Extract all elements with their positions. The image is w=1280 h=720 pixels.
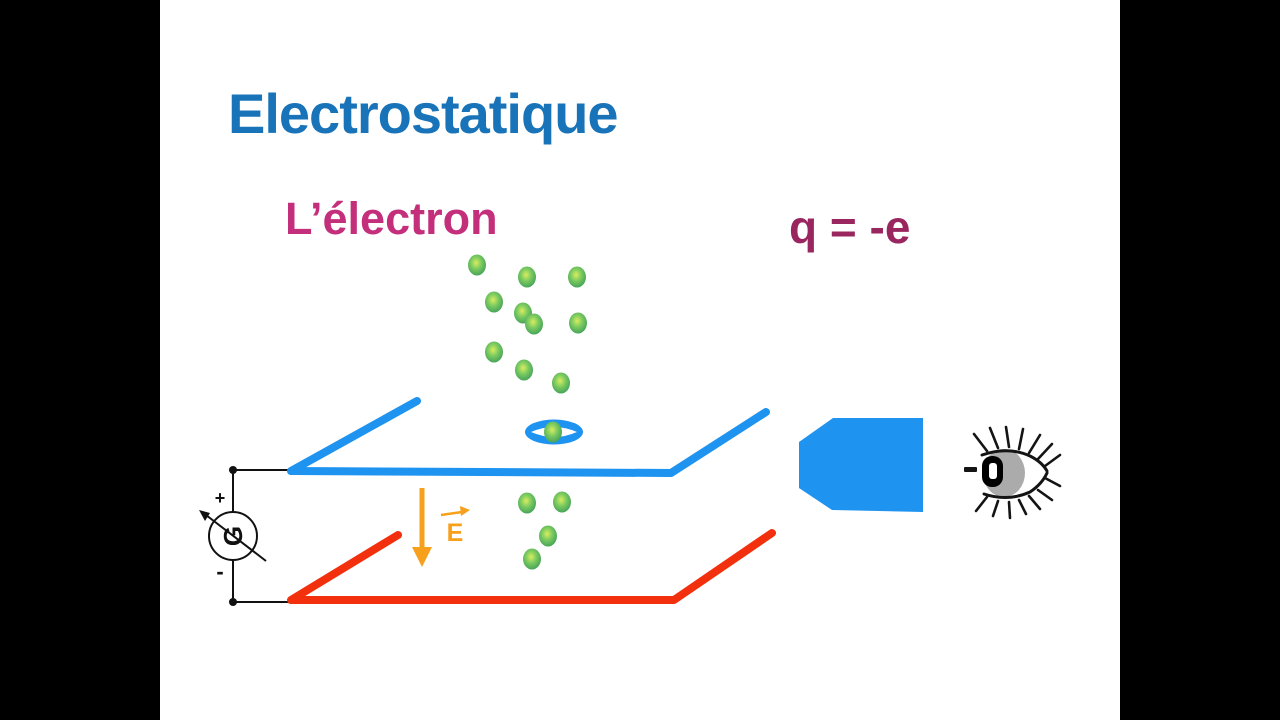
- electric-field-arrow: E: [412, 488, 470, 567]
- electron-particle: [552, 372, 570, 394]
- letterbox-left: [0, 0, 160, 720]
- eye-icon: [964, 425, 1062, 520]
- plus-terminal-label: +: [215, 488, 226, 508]
- electron-particle: [568, 266, 586, 288]
- field-vector-label: E: [447, 519, 464, 547]
- subtitle-electron: L’électron: [285, 193, 498, 244]
- eye-lower-lashes: [974, 476, 1062, 520]
- galvanometer-needle: [205, 514, 267, 562]
- detection-screen: [799, 418, 923, 512]
- electron-particles: [468, 254, 587, 570]
- electron-particle: [544, 421, 562, 443]
- electron-particle: [468, 254, 486, 276]
- electron-particle: [485, 341, 503, 363]
- vector-overbar-head: [460, 506, 470, 516]
- galvanometer-needle-arrowhead: [199, 510, 210, 521]
- electron-particle: [539, 525, 557, 547]
- electron-particle: [515, 359, 533, 381]
- eye-minus-dash: [964, 467, 977, 472]
- circuit-wiring: G + -: [199, 466, 291, 606]
- vector-overbar: [440, 510, 463, 517]
- top-plate-positive: [287, 397, 770, 477]
- eye-upper-lashes: [972, 425, 1062, 468]
- eye-lower-lid: [982, 471, 1049, 499]
- charge-formula: q = -e: [789, 201, 911, 253]
- eye-upper-lid: [980, 449, 1049, 473]
- letterbox-right: [1120, 0, 1280, 720]
- eye-pupil-highlight: [989, 463, 997, 479]
- electron-particle: [523, 548, 541, 570]
- electron-particle: [518, 492, 536, 514]
- electron-particle: [485, 291, 503, 313]
- electron-particle: [569, 312, 587, 334]
- electron-particle: [553, 491, 571, 513]
- field-arrow-head: [412, 547, 432, 567]
- page-title: Electrostatique: [228, 82, 619, 145]
- electron-particle: [518, 266, 536, 288]
- electron-particle: [525, 313, 543, 335]
- junction-dot-top: [229, 466, 237, 474]
- bottom-plate-negative: [287, 529, 776, 604]
- minus-terminal-label: -: [216, 559, 223, 584]
- junction-dot-bottom: [229, 598, 237, 606]
- galvanometer-label: G: [218, 526, 248, 546]
